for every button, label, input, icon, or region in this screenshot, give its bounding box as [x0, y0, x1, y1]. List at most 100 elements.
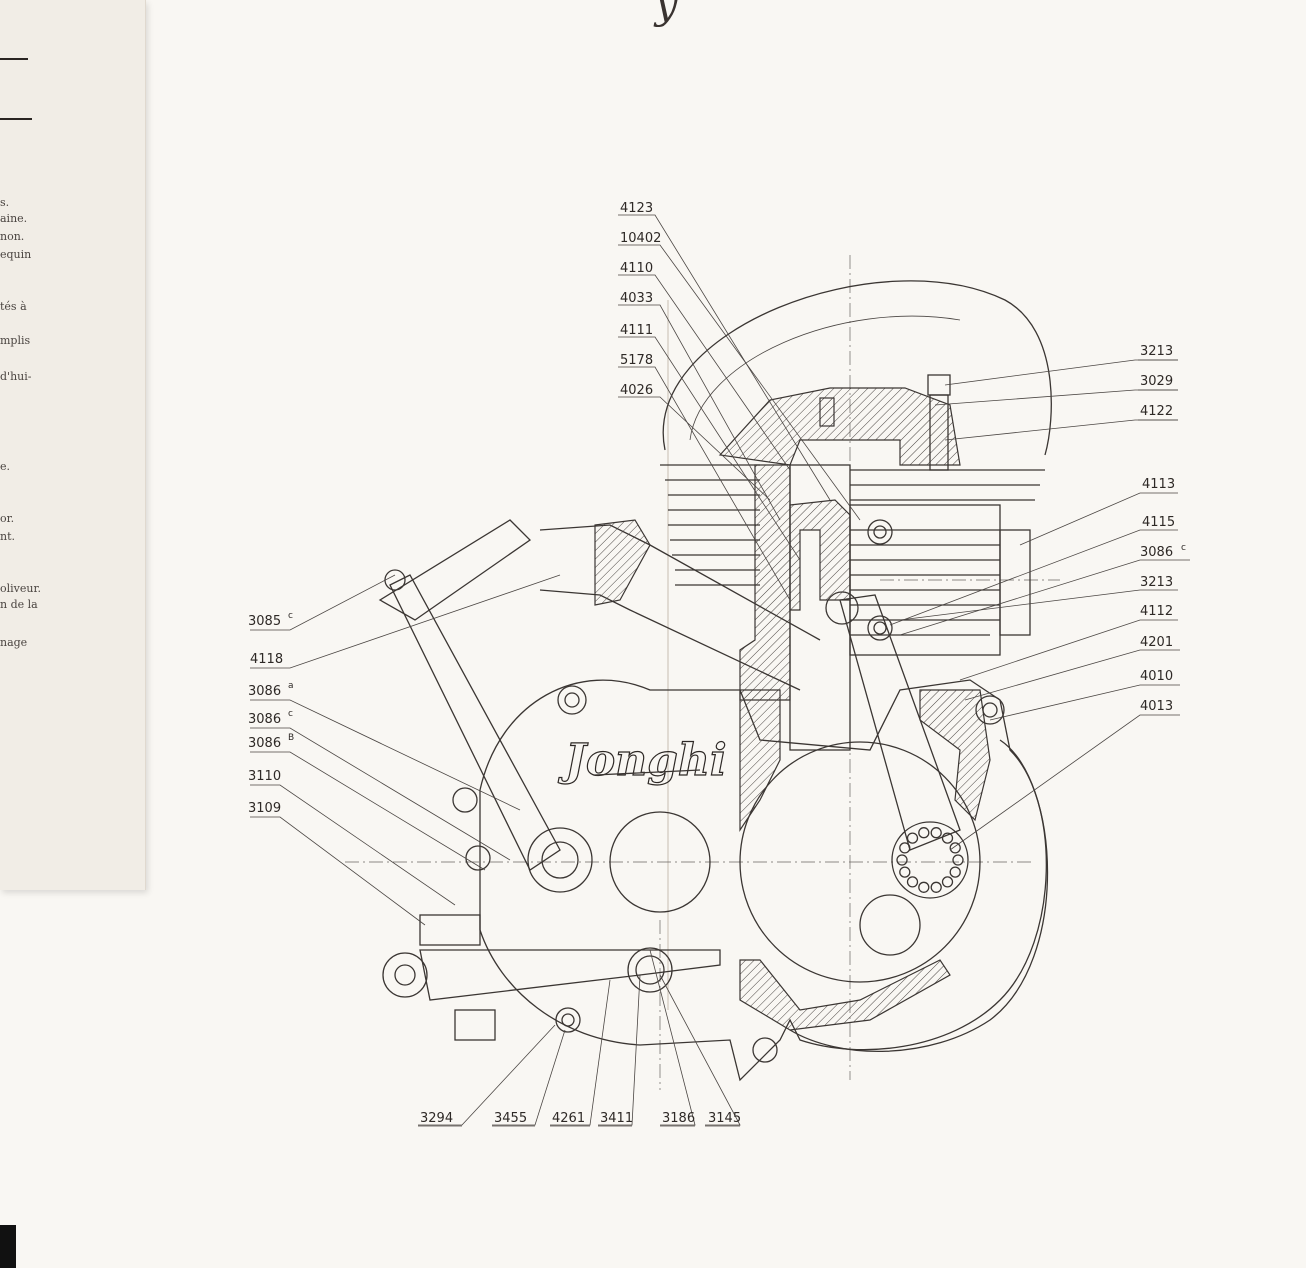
crankcase-section [739, 689, 781, 832]
roller [918, 827, 930, 839]
cylinder-bolt-lower-inner [873, 621, 887, 635]
mount-hole-right [982, 702, 998, 718]
left-text-sheet: s. aine. non. equin tés à mplis d'hui- e… [0, 0, 146, 890]
label-4123: 4123 [620, 201, 653, 216]
label-3086c-left: 3086 [248, 712, 281, 727]
piston [789, 499, 851, 611]
cylinder-bolt-upper-inner [873, 525, 887, 539]
label-3086b: 3086 [248, 736, 281, 751]
left-text-line: d'hui- [0, 370, 32, 383]
left-text-line: or. [0, 512, 15, 525]
label-3086a: 3086 [248, 684, 281, 699]
left-text-line: e. [0, 460, 11, 473]
flywheel-chamber [739, 741, 981, 983]
spark-plug-seat [819, 397, 835, 427]
label-underlines [418, 359, 1178, 1127]
label-3109: 3109 [248, 801, 281, 816]
cylinder-bolt-lower [867, 615, 893, 641]
pedal-eye-inner [394, 964, 416, 986]
roller [896, 854, 908, 866]
gear-shaft [541, 841, 579, 879]
kickstart-pivot [384, 569, 406, 591]
connecting-rod [839, 594, 961, 851]
label-3294: 3294 [420, 1111, 453, 1126]
label-4111: 4111 [620, 323, 653, 338]
roller [906, 832, 919, 844]
label-3213-top: 3213 [1140, 344, 1173, 359]
rule-bottom [0, 118, 32, 120]
roller [949, 842, 961, 854]
label-3086c-right: 3086 [1140, 545, 1173, 560]
label-5178: 5178 [620, 353, 653, 368]
primary-drive-circle [609, 811, 711, 913]
label-3086b-sup: B [288, 733, 294, 743]
roller [899, 842, 911, 854]
center-axes [345, 255, 1060, 1090]
roller [899, 866, 911, 878]
left-text-line: nt. [0, 530, 16, 543]
cylinder-head [718, 387, 961, 466]
left-text-line: equin [0, 248, 32, 261]
head-nut [927, 374, 951, 396]
cooling-shroud [662, 280, 1052, 456]
mount-boss-bottom [555, 1007, 581, 1033]
left-text-line: oliveur. [0, 582, 42, 595]
cylinder-bolt-upper [867, 519, 893, 545]
pedal-eye [382, 952, 428, 998]
label-3145: 3145 [708, 1111, 741, 1126]
kickstart-lever [378, 519, 532, 621]
cylinder-fins-left [660, 464, 760, 586]
kickstart-arm [389, 574, 561, 871]
label-4013: 4013 [1140, 699, 1173, 714]
left-text-line: nage [0, 636, 28, 649]
clutch-cable-block [419, 914, 481, 946]
left-text-line: mplis [0, 334, 31, 347]
label-3029: 3029 [1140, 374, 1173, 389]
gear-pedal [419, 949, 721, 1001]
label-10402: 10402 [620, 231, 661, 246]
left-text-line: n de la [0, 598, 38, 611]
rule-top [0, 58, 28, 60]
label-4033: 4033 [620, 291, 653, 306]
label-3086c-left-sup: c [288, 709, 293, 719]
roller [949, 866, 961, 878]
roller [918, 881, 930, 893]
roller [930, 881, 942, 893]
label-4110: 4110 [620, 261, 653, 276]
clutch-cover [789, 739, 1049, 1053]
label-4122: 4122 [1140, 404, 1173, 419]
label-3213-mid: 3213 [1140, 575, 1173, 590]
label-4113: 4113 [1142, 477, 1175, 492]
label-3411: 3411 [600, 1111, 633, 1126]
label-3186: 3186 [662, 1111, 695, 1126]
label-4261: 4261 [552, 1111, 585, 1126]
adjuster-nut [465, 845, 491, 871]
pedal-shaft-inner [635, 955, 665, 985]
title-fragment: y [655, 0, 678, 28]
big-end-bearing [891, 821, 969, 899]
brand-logo: Jonghi [558, 735, 727, 786]
crankcase [479, 679, 1047, 1082]
label-3086a-sup: a [288, 681, 294, 691]
roller [952, 854, 964, 866]
roller [930, 827, 942, 839]
leader-lines [250, 214, 1190, 1126]
label-3110: 3110 [248, 769, 281, 784]
left-text-line: aine. [0, 212, 28, 225]
side-plate [999, 529, 1031, 636]
label-3085-sup: c [288, 611, 293, 621]
label-4115: 4115 [1142, 515, 1175, 530]
crankcase-lower-section [739, 959, 951, 1031]
brand-underline [594, 769, 701, 776]
label-4010: 4010 [1140, 669, 1173, 684]
mount-hole-top [564, 692, 580, 708]
pedal-shaft [627, 947, 673, 993]
label-3455: 3455 [494, 1111, 527, 1126]
label-4026: 4026 [620, 383, 653, 398]
mount-hole-bottom [561, 1013, 575, 1027]
part-labels: 4123 10402 4110 4033 4111 5178 4026 3213… [248, 201, 1186, 1126]
mount-boss-bottom-right [752, 1037, 778, 1063]
counterweight-hole [859, 894, 921, 956]
mount-boss-right [975, 695, 1005, 725]
